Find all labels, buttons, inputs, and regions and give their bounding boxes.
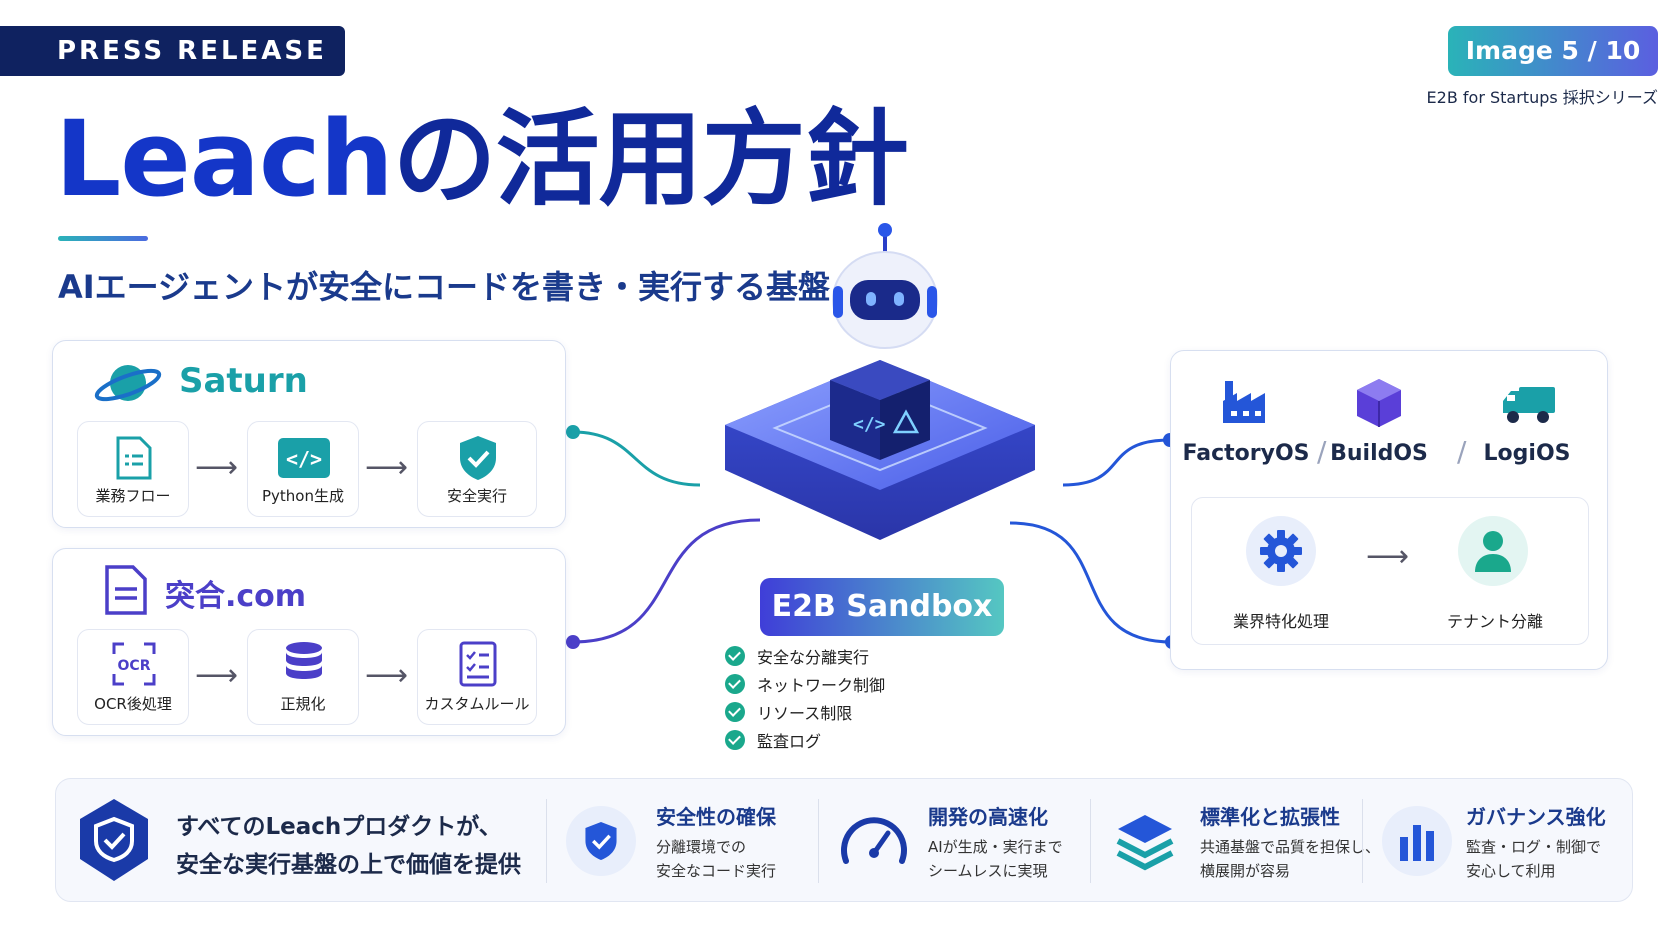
value-item: 開発の高速化 AIが生成・実行まで シームレスに実現	[838, 779, 1088, 903]
title-text: の活用方針	[392, 98, 909, 220]
industry-os-card: FactoryOS / BuildOS / LogiOS 業界特化処理 ⟶	[1170, 350, 1608, 670]
saturn-card: Saturn 業務フロー ⟶ </> Python生成 ⟶ 安全実行	[52, 340, 566, 528]
cube-icon	[1357, 379, 1401, 427]
document-icon	[105, 565, 147, 615]
svg-text:</>: </>	[286, 447, 322, 471]
feature-item: ネットワーク制御	[725, 670, 885, 698]
shield-check-icon	[585, 822, 617, 860]
title-underline	[58, 236, 148, 241]
planet-icon	[94, 365, 162, 402]
divider	[1090, 799, 1091, 883]
step-box: 正規化	[247, 629, 359, 725]
step-label: カスタムルール	[424, 695, 530, 713]
os-name: FactoryOS	[1182, 441, 1310, 466]
step-box: 安全実行	[417, 421, 537, 517]
code-icon: </>	[278, 438, 330, 478]
arrow-right-icon: ⟶	[195, 450, 239, 485]
speedometer-icon	[841, 817, 907, 864]
step-box: 業務フロー	[77, 421, 189, 517]
truck-icon	[1503, 387, 1555, 423]
svg-text:</>: </>	[853, 414, 886, 435]
sandbox-platform-illustration: </>	[725, 223, 1035, 540]
image-counter-badge: Image 5 / 10	[1448, 26, 1658, 76]
os-separator: /	[1457, 435, 1467, 468]
os-name: BuildOS	[1330, 441, 1428, 466]
value-item: ガバナンス強化 監査・ログ・制御で 安心して利用	[1382, 779, 1632, 903]
checklist-icon	[459, 641, 497, 687]
document-list-icon	[116, 436, 152, 480]
os-flow-box: 業界特化処理 ⟶ テナント分離	[1191, 497, 1589, 645]
value-text-1: 監査・ログ・制御で	[1466, 838, 1602, 856]
arrow-right-icon: ⟶	[195, 658, 239, 693]
banner-lead: すべてのLeachプロダクトが、 安全な実行基盤の上で価値を提供	[56, 779, 546, 903]
check-icon	[725, 702, 745, 722]
step-box: OCR OCR後処理	[77, 629, 189, 725]
factory-icon	[1223, 381, 1265, 423]
value-text-1: 共通基盤で品質を担保し、	[1200, 838, 1381, 856]
feature-item: リソース制限	[725, 698, 885, 726]
feature-item: 監査ログ	[725, 726, 885, 754]
os-name: LogiOS	[1483, 441, 1571, 466]
step-label: 業務フロー	[95, 487, 171, 505]
step-label: Python生成	[262, 487, 344, 505]
flow-label: 業界特化処理	[1232, 612, 1329, 631]
flow-label: テナント分離	[1446, 612, 1543, 631]
value-text-2: 横展開が容易	[1200, 862, 1291, 880]
totsugo-card: 突合.com OCR OCR後処理 ⟶ 正規化 ⟶ カスタムルール	[52, 548, 566, 736]
svg-text:OCR: OCR	[118, 658, 151, 674]
user-icon	[1475, 531, 1511, 572]
ocr-icon: OCR	[112, 642, 156, 686]
check-icon	[725, 730, 745, 750]
value-banner: すべてのLeachプロダクトが、 安全な実行基盤の上で価値を提供 安全性の確保 …	[55, 778, 1633, 902]
step-box: カスタムルール	[417, 629, 537, 725]
subtitle: AIエージェントが安全にコードを書き・実行する基盤	[58, 268, 831, 306]
feature-item: 安全な分離実行	[725, 642, 885, 670]
value-title: 開発の高速化	[928, 805, 1048, 829]
database-icon	[286, 642, 322, 679]
value-text-1: 分離環境での	[656, 838, 747, 856]
page-title: Leachの活用方針	[55, 98, 909, 220]
lead-line-1: すべてのLeachプロダクトが、	[176, 814, 502, 840]
os-separator: /	[1317, 435, 1327, 468]
check-icon	[725, 646, 745, 666]
sandbox-feature-list: 安全な分離実行 ネットワーク制御 リソース制限 監査ログ	[725, 642, 885, 754]
divider	[818, 799, 819, 883]
value-item: 標準化と拡張性 共通基盤で品質を担保し、 横展開が容易	[1110, 779, 1380, 903]
value-title: 安全性の確保	[656, 805, 776, 829]
shield-check-icon	[80, 799, 148, 881]
value-title: 標準化と拡張性	[1200, 805, 1340, 829]
value-text-2: 安心して利用	[1466, 862, 1556, 880]
divider	[546, 799, 547, 883]
value-text-2: 安全なコード実行	[656, 862, 777, 880]
value-text-1: AIが生成・実行まで	[928, 838, 1063, 856]
title-brand: Leach	[55, 98, 394, 220]
layers-icon	[1116, 815, 1174, 871]
divider	[1362, 799, 1363, 883]
series-label: E2B for Startups 採択シリーズ	[1426, 88, 1658, 107]
gear-icon	[1260, 530, 1302, 572]
check-icon	[725, 674, 745, 694]
value-text-2: シームレスに実現	[928, 862, 1048, 880]
value-item: 安全性の確保 分離環境での 安全なコード実行	[566, 779, 816, 903]
arrow-right-icon: ⟶	[365, 450, 409, 485]
sandbox-label: E2B Sandbox	[760, 578, 1004, 636]
lead-line-2: 安全な実行基盤の上で価値を提供	[176, 852, 521, 878]
arrow-right-icon: ⟶	[365, 658, 409, 693]
step-box: </> Python生成	[247, 421, 359, 517]
step-label: OCR後処理	[94, 695, 172, 713]
saturn-title: Saturn	[179, 361, 308, 401]
shield-check-icon	[460, 436, 496, 480]
press-release-banner: PRESS RELEASE	[0, 26, 345, 76]
step-label: 安全実行	[446, 487, 507, 505]
step-label: 正規化	[280, 695, 326, 713]
bar-chart-icon	[1400, 825, 1434, 861]
arrow-right-icon: ⟶	[1366, 539, 1410, 574]
value-title: ガバナンス強化	[1466, 805, 1606, 829]
totsugo-title: 突合.com	[165, 579, 307, 614]
